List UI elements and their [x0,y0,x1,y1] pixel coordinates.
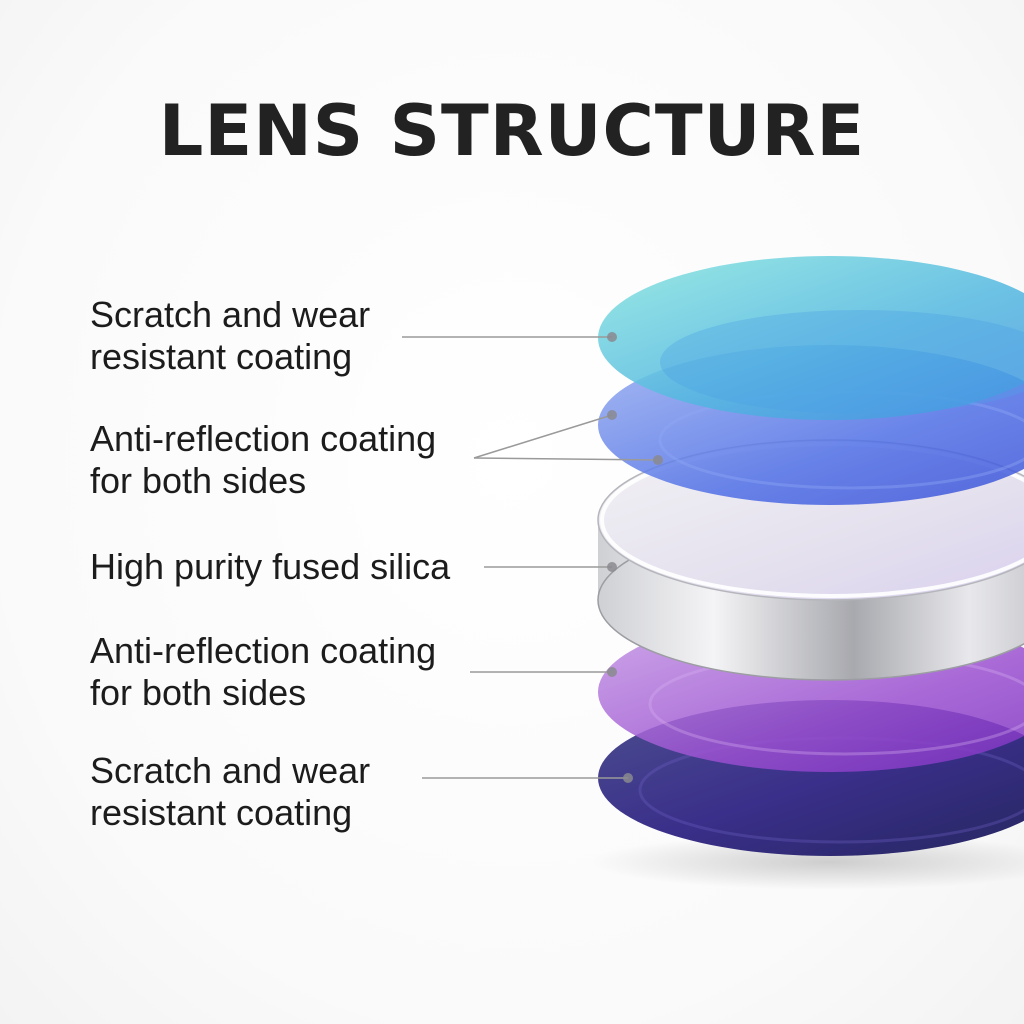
leader-line-ar-upper-b [473,457,659,461]
leader-dot-ar-lower [607,667,617,677]
leader-dots [607,332,663,783]
leader-lines [402,336,659,779]
label-line: Anti-reflection coating [90,630,437,671]
leader-dot-bottom-coating [623,773,633,783]
label-line: for both sides [90,672,307,713]
leader-dot-ar-upper-a [607,410,617,420]
label-bottom-scratch-coating: Scratch and wear resistant coating [90,750,490,834]
label-lower-anti-reflection: Anti-reflection coating for both sides [90,630,490,714]
label-line: resistant coating [90,336,353,377]
leader-dot-silica [607,562,617,572]
label-line: for both sides [90,460,307,501]
label-line: resistant coating [90,792,353,833]
label-line: Scratch and wear [90,294,371,335]
label-line: Anti-reflection coating [90,418,437,459]
leader-dot-ar-upper-b [653,455,663,465]
label-fused-silica: High purity fused silica [90,546,490,588]
leader-dot-top-coating [607,332,617,342]
label-line: High purity fused silica [90,546,451,587]
label-line: Scratch and wear [90,750,371,791]
layer-top-scratch-coating [598,256,1024,420]
leader-line-ar-upper-a [473,414,613,459]
label-top-scratch-coating: Scratch and wear resistant coating [90,294,490,378]
label-upper-anti-reflection: Anti-reflection coating for both sides [90,418,490,502]
diagram-title: LENS STRUCTURE [158,90,866,172]
